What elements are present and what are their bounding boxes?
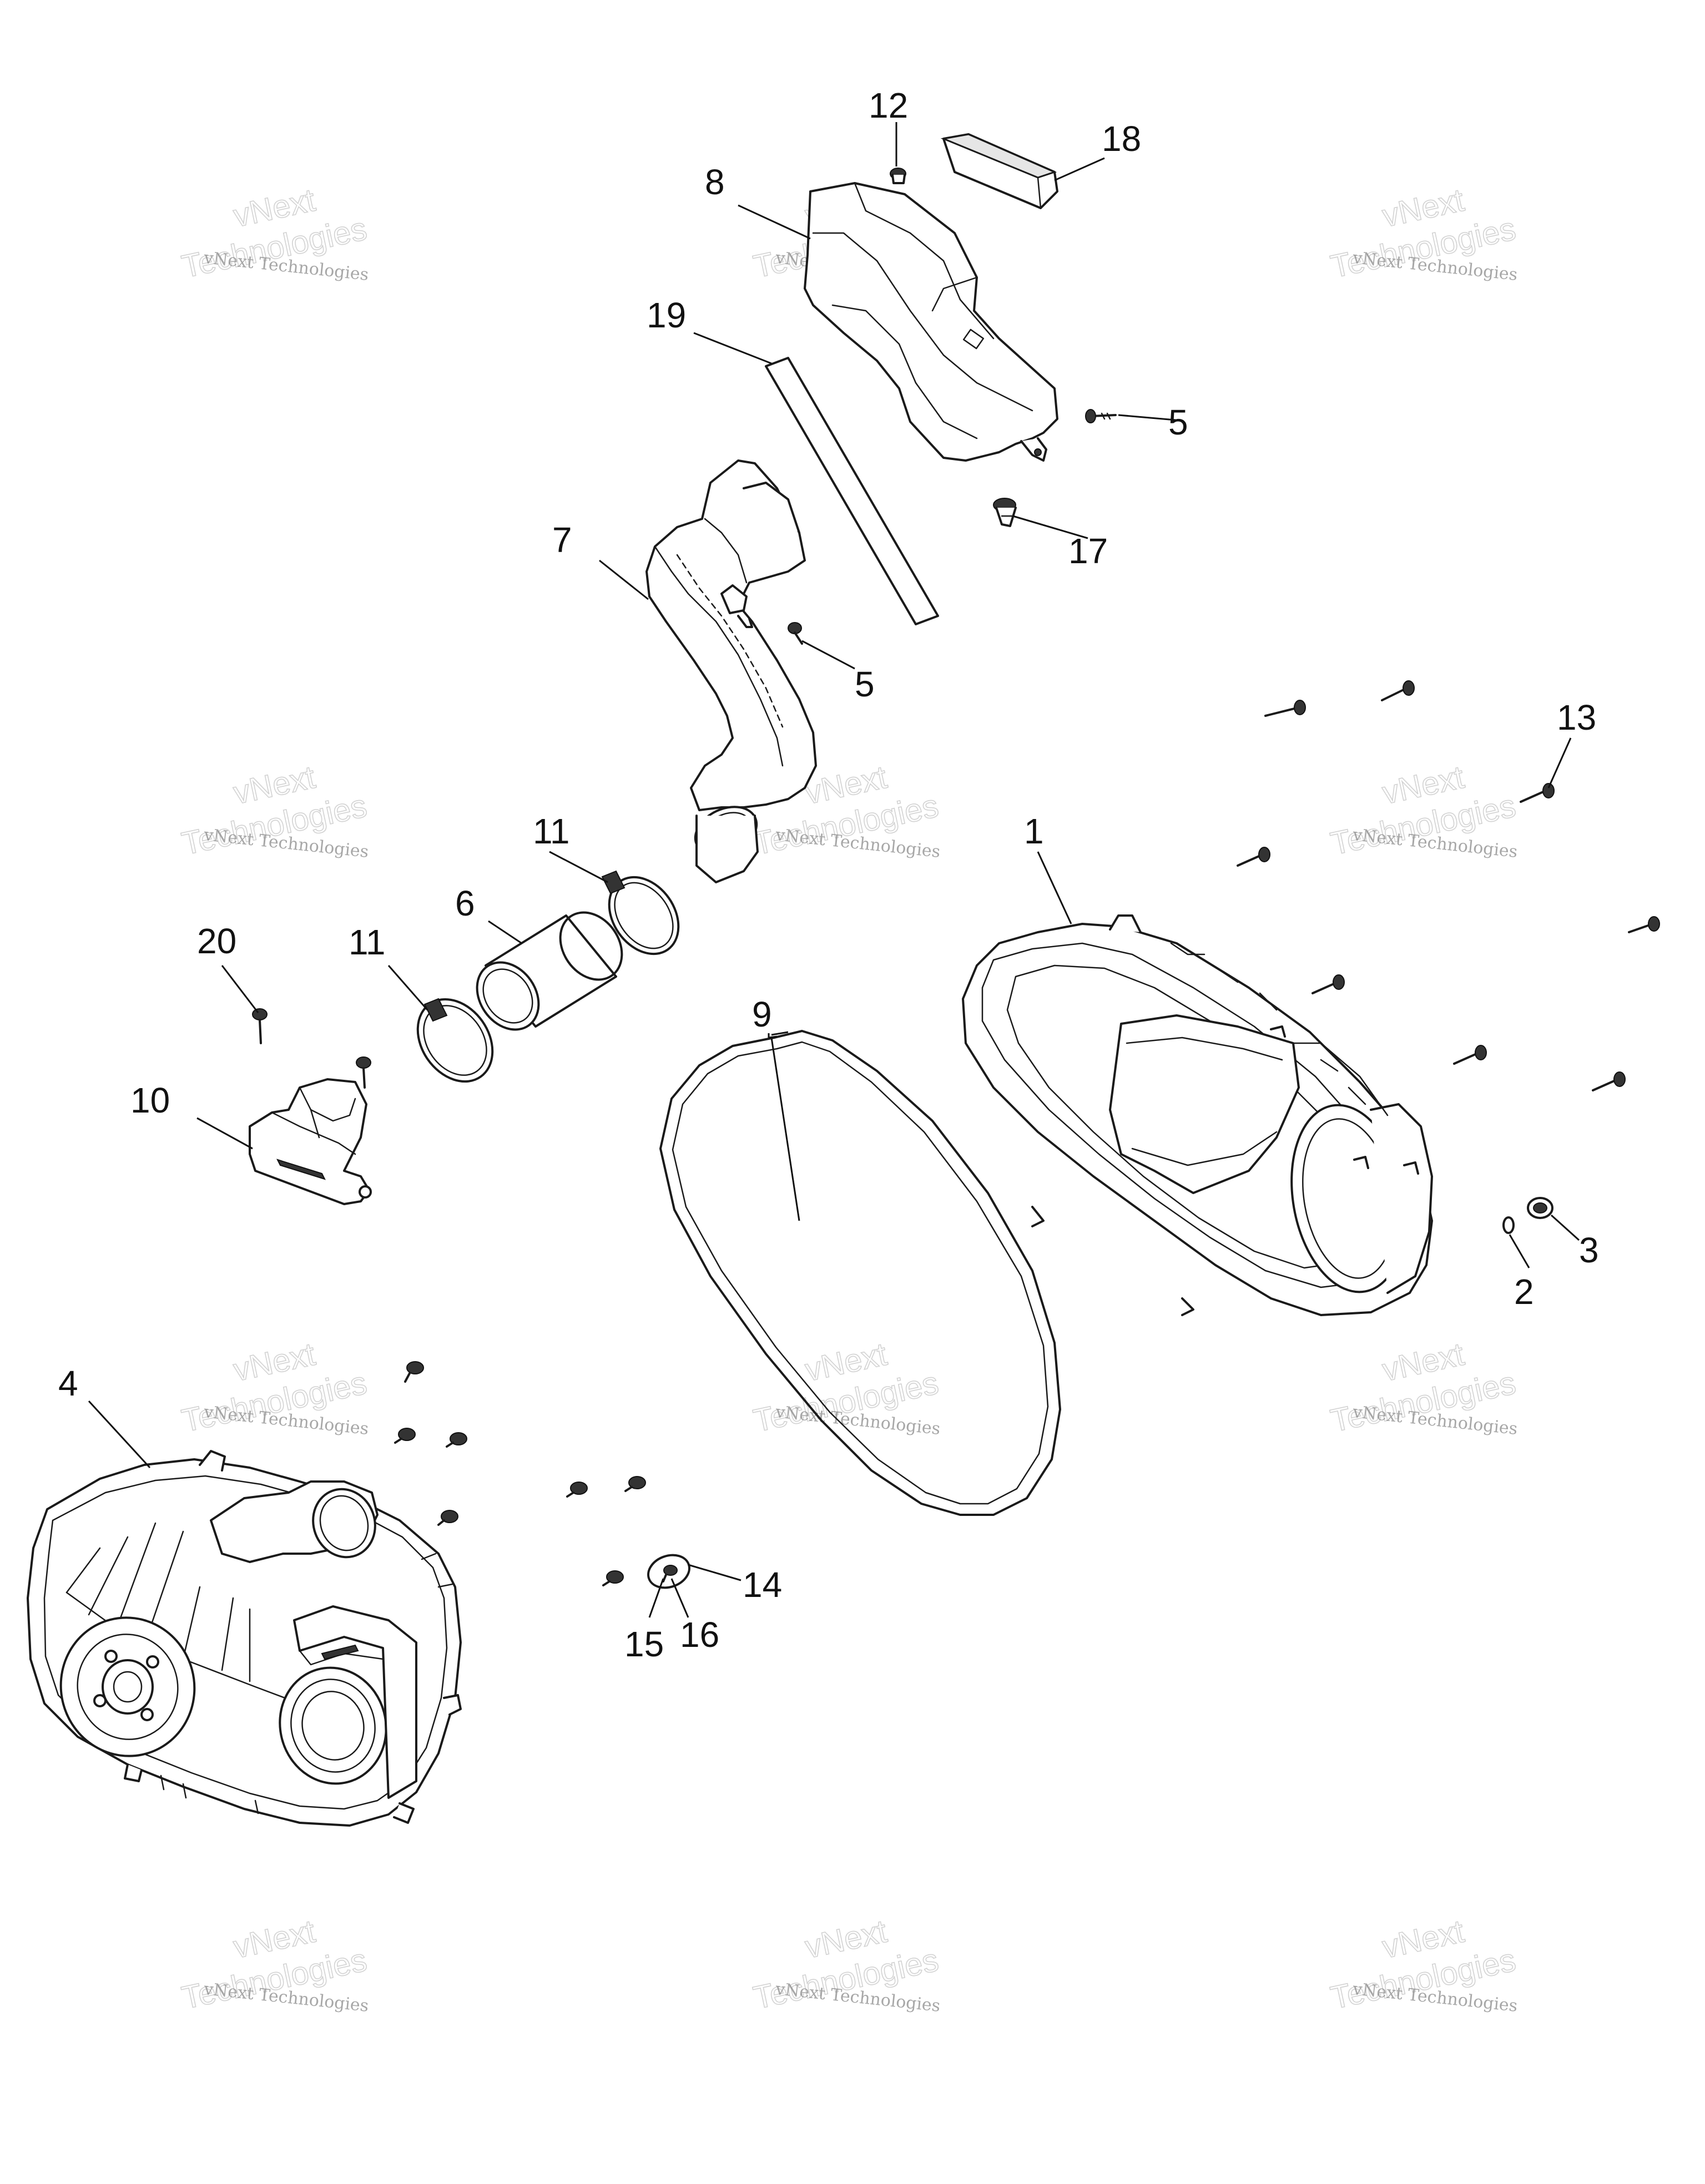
watermark: vNext Technologies vNext Technologies [1327,181,1519,285]
part-9-drive-belt[interactable] [659,1030,1061,1516]
bolt[interactable] [394,1428,416,1444]
part-17-grommet[interactable] [993,498,1017,527]
outer-cover-bolt-set[interactable] [394,1361,646,1586]
callout-15: 15 [624,1624,664,1664]
bolt[interactable] [1592,1071,1626,1091]
callout-6: 6 [455,883,475,923]
part-1-inner-clutch-cover[interactable] [962,914,1433,1316]
part-20-screw[interactable] [252,1008,371,1089]
part-3-plug[interactable] [1527,1197,1553,1219]
bolt[interactable] [1628,916,1660,933]
bolt[interactable] [1453,1045,1487,1065]
callout-14: 14 [743,1565,782,1605]
part-18-foam-pad[interactable] [940,133,1058,209]
callout-labels: 12 18 8 19 5 17 7 5 13 1 11 6 11 20 9 10… [58,85,1599,1664]
bolt[interactable] [602,1570,624,1586]
callout-20: 20 [197,921,236,961]
part-12-push-rivet[interactable] [890,168,906,184]
leader-lines [88,122,1580,1618]
bolt[interactable] [1264,700,1306,717]
callout-18: 18 [1102,119,1141,159]
bolt[interactable] [404,1361,424,1383]
callout-7: 7 [552,520,572,560]
watermark: vNext Technologies vNext Technologies [178,759,370,862]
part-8-intake-duct-upper[interactable] [804,182,1058,462]
part-13-bolt-set[interactable] [1237,680,1660,1091]
callout-17: 17 [1068,531,1108,571]
part-6-coupler-sleeve[interactable] [465,901,634,1042]
callout-3: 3 [1579,1230,1599,1270]
callout-19: 19 [647,295,686,335]
callout-13: 13 [1557,697,1596,737]
bolt[interactable] [1237,847,1270,867]
callout-8: 8 [705,162,725,202]
watermark: vNext Technologies vNext Technologies [178,181,370,285]
part-11-hose-clamp-lower[interactable] [402,985,508,1096]
part-4-outer-clutch-cover[interactable] [27,1450,462,1827]
callout-1: 1 [1024,811,1044,851]
bolt[interactable] [1311,974,1345,994]
bolt[interactable] [437,1510,458,1526]
callout-5: 5 [855,664,875,704]
bolt[interactable] [566,1482,588,1498]
part-7-intake-tube[interactable] [645,459,817,883]
callout-10: 10 [130,1080,170,1120]
part-5-bolt-upper[interactable] [1085,409,1117,423]
part-15-16-bolt[interactable] [662,1565,678,1583]
callout-12: 12 [869,85,908,125]
callout-5: 5 [1168,402,1188,442]
part-2-o-ring[interactable] [1502,1216,1515,1234]
callout-11: 11 [349,922,385,962]
watermark: vNext Technologies vNext Technologies [1327,1336,1519,1439]
callout-4: 4 [58,1363,78,1403]
watermark: vNext Technologies vNext Technologies [178,1336,370,1439]
watermark: vNext Technologies vNext Technologies [178,1913,370,2016]
part-19-seal-strip[interactable] [765,357,939,625]
callout-2: 2 [1514,1272,1534,1312]
part-11-hose-clamp-upper[interactable] [595,864,693,967]
bolt[interactable] [624,1476,646,1492]
bolt[interactable] [446,1432,467,1448]
callout-9: 9 [752,994,772,1034]
bolt[interactable] [1520,783,1555,803]
watermark: vNext Technologies vNext Technologies [1327,1913,1519,2016]
part-5-bolt-lower[interactable] [788,622,803,645]
bolt[interactable] [1381,680,1415,701]
watermark: vNext Technologies vNext Technologies [750,1913,942,2016]
part-10-outlet-housing[interactable] [249,1078,372,1205]
callout-11: 11 [533,811,569,851]
callout-16: 16 [680,1615,719,1655]
watermark: vNext Technologies vNext Technologies [1327,759,1519,862]
